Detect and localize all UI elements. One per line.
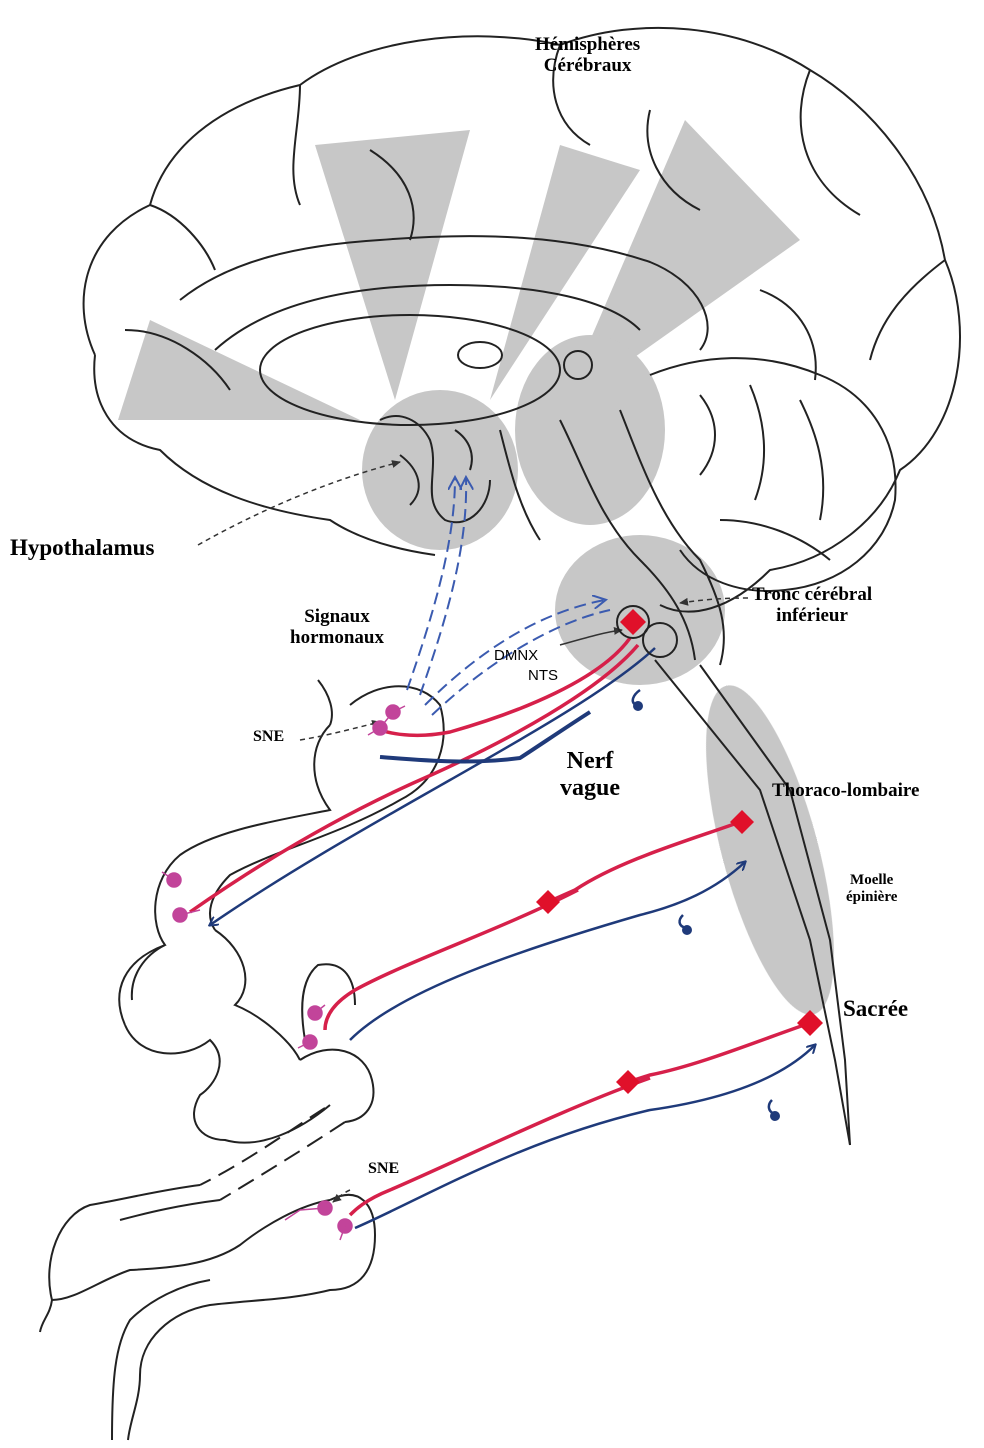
ens-label-lower: SNE (368, 1160, 399, 1178)
thoracolumbar-label: Thoraco-lombaire (772, 780, 919, 801)
thoracolumbar-postganglionic (325, 890, 578, 1030)
hypothalamus-region (362, 390, 518, 550)
hormonal-signals-label: Signaux hormonaux (290, 606, 384, 649)
hypothalamus-label: Hypothalamus (10, 535, 154, 561)
brainstem-label: Tronc cérébral inférieur (752, 584, 872, 627)
midbrain-region (515, 335, 665, 525)
digestive-tract (40, 680, 444, 1440)
spinal-cord-label: Moelle épinière (846, 872, 897, 906)
sacral-postganglionic (350, 1078, 650, 1215)
sacral-label: Sacrée (843, 996, 908, 1022)
gray-shading (118, 120, 860, 1027)
ens-label-upper: SNE (253, 728, 284, 746)
vagus-nerve-label: Nerf vague (560, 748, 620, 802)
hemispheres-label: Hémisphères Cérébraux (535, 34, 640, 77)
sacral-preganglionic (628, 1023, 810, 1082)
cortex-wedge-top (315, 130, 470, 400)
nts-label: NTS (528, 668, 558, 685)
dmnx-label: DMNX (494, 648, 538, 665)
